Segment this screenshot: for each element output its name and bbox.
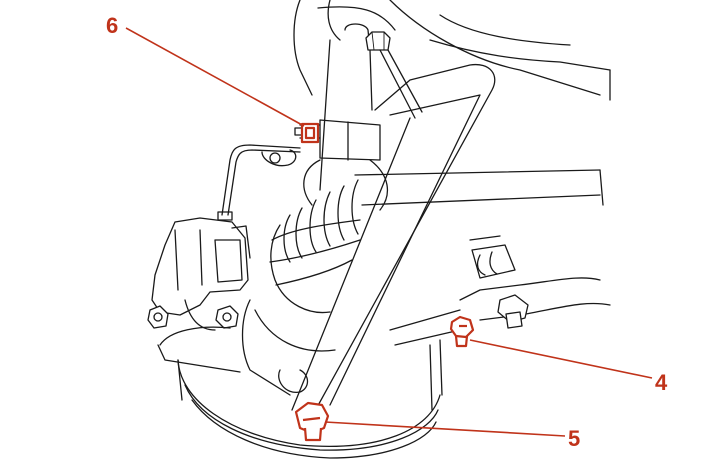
strut-assembly <box>294 23 391 211</box>
brake-disc <box>177 339 443 459</box>
nut-5-highlight[interactable] <box>294 401 330 442</box>
brake-caliper <box>147 217 251 331</box>
frame-outline <box>293 0 611 101</box>
callout-label-6: 6 <box>106 13 118 38</box>
callout-label-4: 4 <box>655 370 668 395</box>
lower-arm <box>291 49 496 421</box>
leader-line-6 <box>125 27 305 127</box>
leader-line-5 <box>324 421 566 437</box>
drive-shaft <box>354 169 604 206</box>
bolt-6-highlight[interactable] <box>300 122 320 144</box>
leader-line-4 <box>469 339 653 379</box>
tie-rod <box>389 235 611 346</box>
callout-leaders <box>125 27 653 437</box>
steering-knuckle <box>157 299 336 396</box>
brake-hose <box>217 144 301 221</box>
callout-label-5: 5 <box>568 426 580 451</box>
nut-4-highlight[interactable] <box>449 315 475 348</box>
cv-boot <box>269 179 361 314</box>
